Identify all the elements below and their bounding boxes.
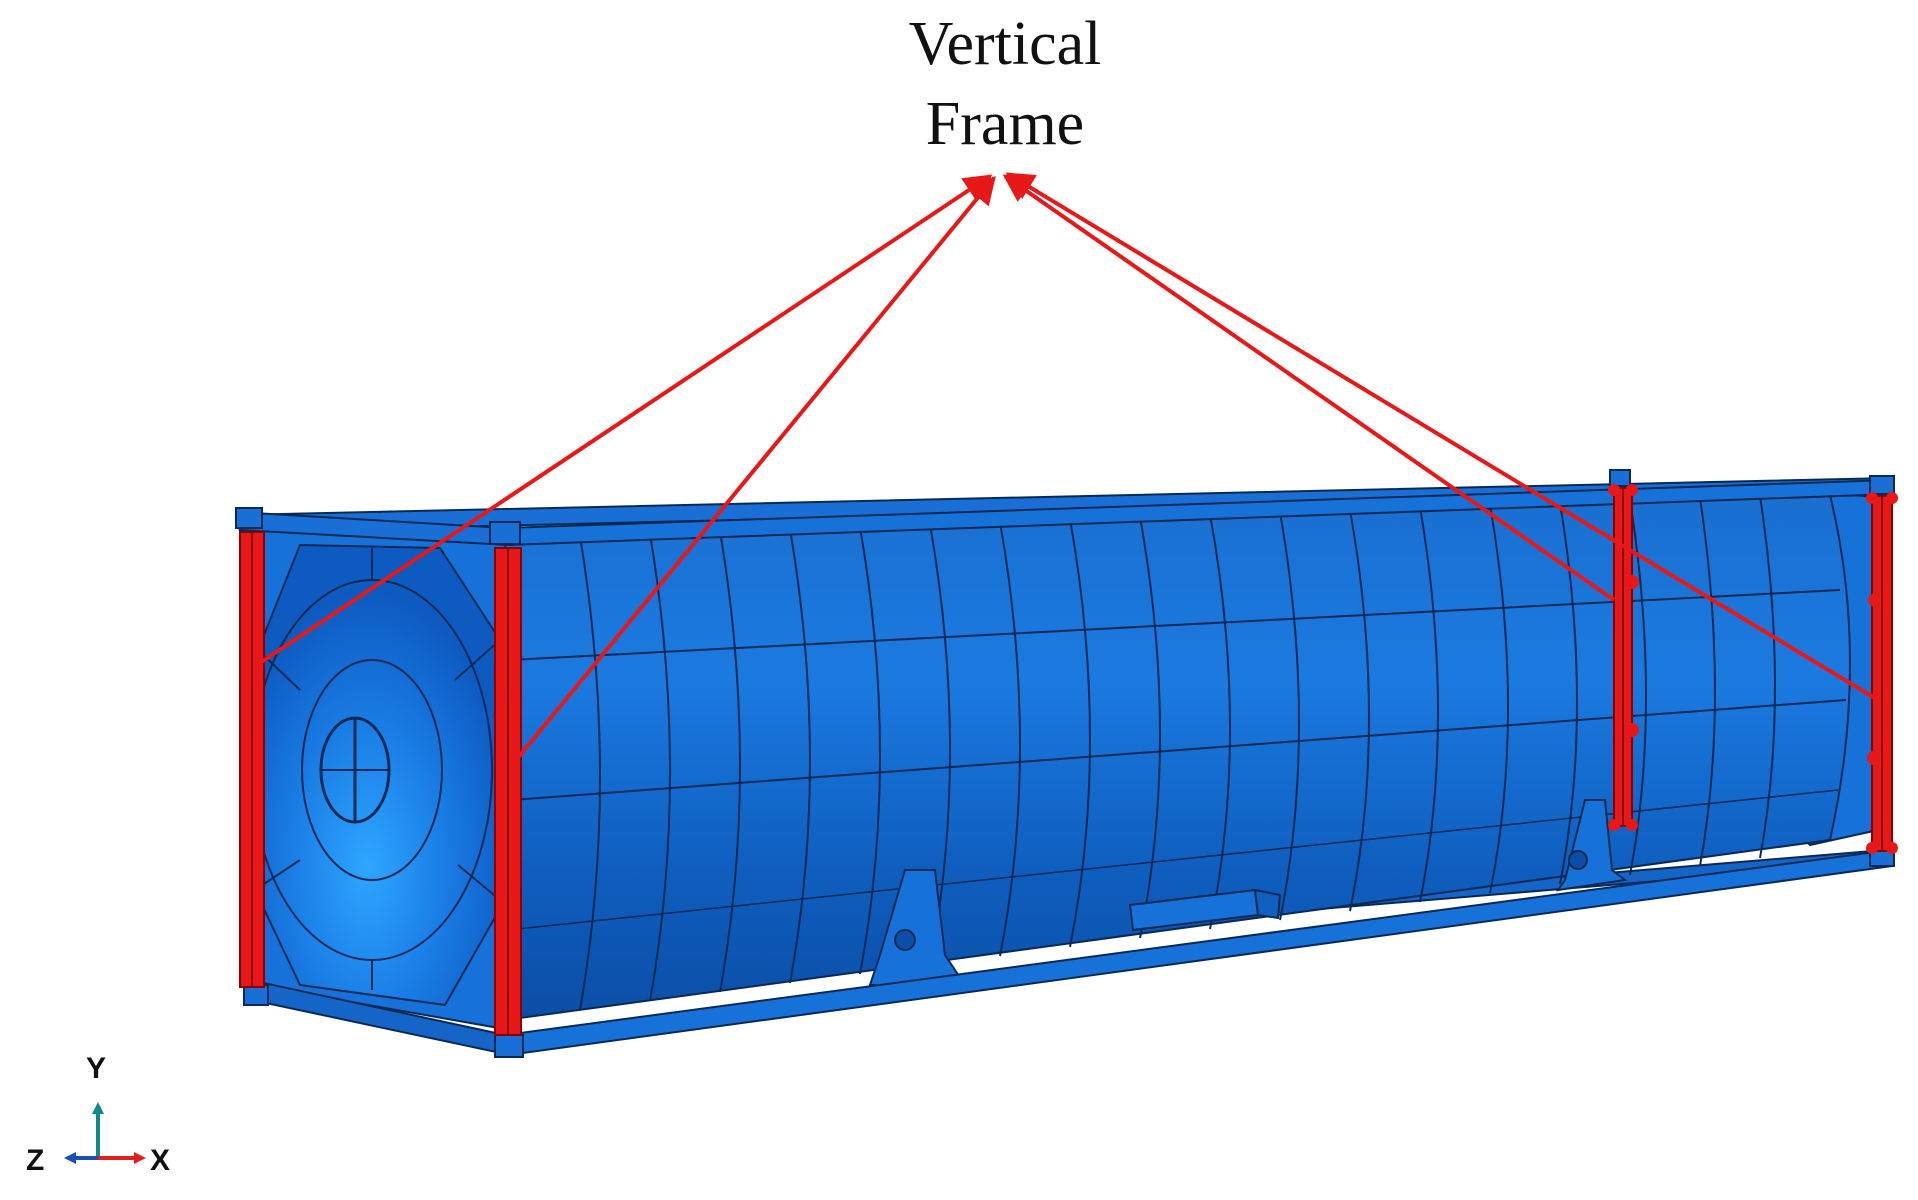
tank-shell	[504, 493, 1851, 1022]
callout-arrow-2	[510, 175, 996, 767]
frame-cross-member	[1128, 888, 1282, 932]
tank-rings	[579, 495, 1776, 1011]
callout-label-line2: Frame	[925, 90, 1085, 158]
callout-arrow-1	[255, 174, 993, 667]
vertical-frame-right-end	[1866, 492, 1898, 854]
left-end-frame	[239, 518, 512, 1032]
saddle-support-1	[868, 869, 967, 986]
vertical-frame-left-front	[239, 531, 265, 988]
callout-arrow-4	[1005, 172, 1880, 702]
callout-arrow-3	[1002, 174, 1616, 602]
callout-arrows	[255, 172, 1880, 767]
saddle-support-2	[1555, 799, 1628, 892]
triad-x-label: X	[150, 1144, 171, 1177]
callout-label-line1: Vertical	[908, 10, 1102, 78]
vertical-frame-left-rear	[494, 547, 522, 1036]
coordinate-triad-icon	[64, 1102, 146, 1164]
triad-y-label: Y	[86, 1052, 107, 1085]
triad-z-label: Z	[26, 1144, 45, 1177]
corner-castings	[235, 469, 1895, 1058]
